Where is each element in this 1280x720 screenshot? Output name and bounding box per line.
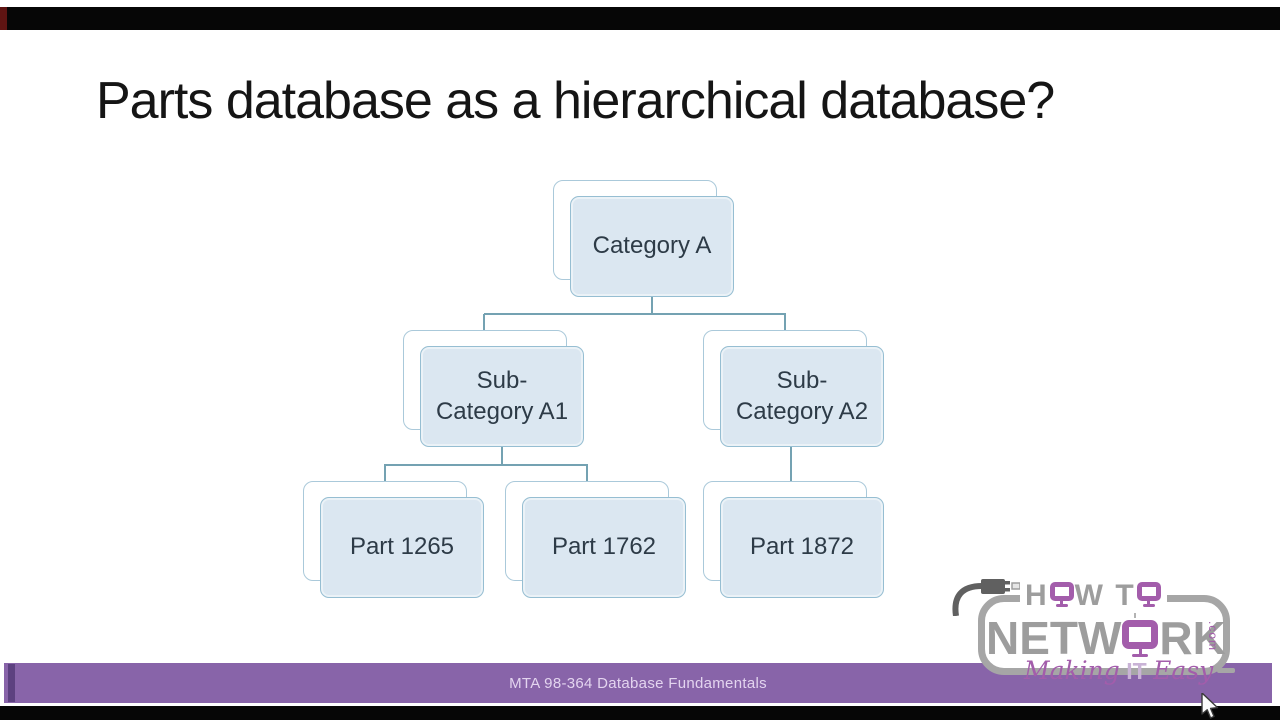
connector-line [501,447,503,465]
node-part-1265: Part 1265 [303,481,484,598]
letterbox-bottom-bar [0,706,1280,720]
tagline-dash [1217,668,1236,673]
connector-line [651,297,653,314]
node-label: Part 1872 [749,533,855,561]
logo-text: W T [1074,579,1136,612]
node-sub-category-a1: Sub- Category A1 [403,330,584,447]
node-label: Part 1265 [349,533,455,561]
logo-text: H [1025,579,1049,612]
connector-line [784,314,786,331]
tagline-it: IT [1126,658,1147,684]
node-main-card: Part 1762 [522,497,686,598]
node-main-card: Sub- Category A2 [720,346,884,447]
connector-line [586,465,588,482]
connector-line [790,447,792,482]
monitor-base [1142,604,1155,607]
node-main-card: Part 1265 [320,497,484,598]
monitor-base [1132,654,1149,657]
connector-line [384,464,588,466]
node-label: Sub- Category A2 [735,366,869,425]
monitor-stand [1147,600,1151,605]
node-main-card: Sub- Category A1 [420,346,584,447]
node-part-1762: Part 1762 [505,481,686,598]
logo-text: RK [1159,612,1226,664]
footer-text: MTA 98-364 Database Fundamentals [509,674,767,692]
node-main-card: Part 1872 [720,497,884,598]
monitor-icon [1136,582,1161,608]
node-main-card: Category A [570,196,734,297]
monitor-stand [1060,600,1064,605]
connector-line [484,313,786,315]
node-part-1872: Part 1872 [703,481,884,598]
monitor-base [1055,604,1068,607]
monitor-screen [1136,582,1161,601]
node-category-a: Category A [553,180,734,297]
logo-domain: .com [1206,621,1220,652]
letterbox-accent [0,7,7,30]
logo-network: NETW RK [986,611,1226,665]
monitor-screen [1122,620,1159,649]
logo-text: NETW [986,612,1122,664]
tagline-dash [1002,668,1020,673]
monitor-icon [1049,582,1074,608]
node-sub-category-a2: Sub- Category A2 [703,330,884,447]
node-label: Category A [592,232,712,260]
tagline-making: Making [1024,656,1120,685]
footer-accent-stripe [8,664,15,702]
network-link-line [1134,611,1136,618]
monitor-screen [1049,582,1074,601]
tagline-easy: Easy [1153,656,1214,685]
connector-line [483,314,485,331]
mouse-cursor-icon [1201,693,1219,719]
ethernet-plug-icon [952,579,1021,616]
monitor-icon [1122,620,1159,658]
slide-title: Parts database as a hierarchical databas… [96,72,1055,130]
letterbox-top-bar [0,7,1280,30]
monitor-stand [1138,648,1142,654]
logo-tagline: Making IT Easy [998,656,1236,685]
connector-line [384,465,386,482]
node-label: Sub- Category A1 [435,366,569,425]
node-label: Part 1762 [551,533,657,561]
